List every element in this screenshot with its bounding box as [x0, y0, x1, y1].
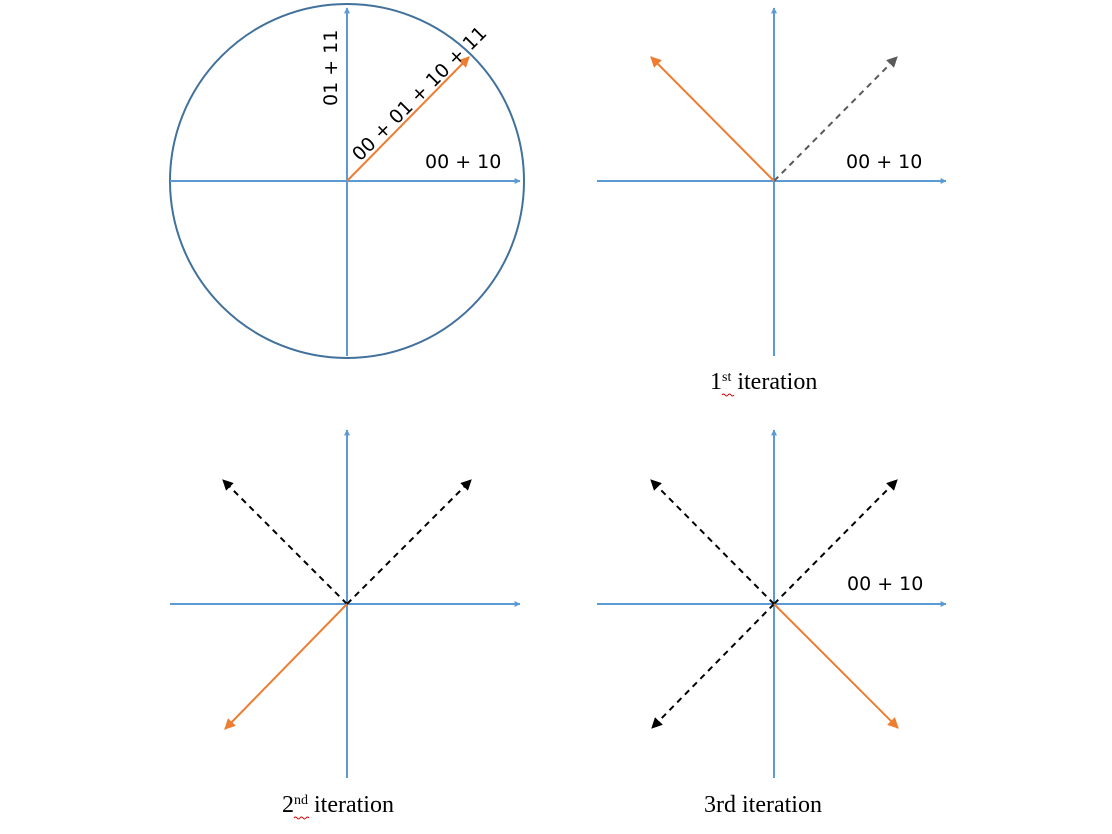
caption: 2nd iteration — [282, 792, 394, 818]
reflection-vector-left — [222, 479, 348, 605]
diagonal-label: 00 + 01 + 10 + 11 — [348, 22, 491, 165]
reflection-vector-right — [346, 479, 472, 605]
caption: 3rd iteration — [704, 792, 822, 818]
state-vector — [650, 56, 775, 182]
spellcheck-underline — [293, 816, 310, 820]
panel-iteration-1: 00 + 10 1st iteration — [597, 7, 947, 397]
vertical-axis-label: 01 + 11 — [320, 30, 342, 106]
previous-state-vector — [773, 56, 898, 182]
state-vector — [224, 603, 348, 730]
initial-state-vector — [346, 56, 470, 182]
horizontal-axis-label: 00 + 10 — [847, 573, 923, 595]
reflection-vector-upper-left — [650, 479, 775, 605]
horizontal-axis-label: 00 + 10 — [425, 151, 501, 173]
panel-iteration-3: 00 + 10 3rd iteration — [597, 429, 947, 818]
panel-initial: 01 + 11 00 + 01 + 10 + 11 00 + 10 — [169, 3, 525, 359]
state-vector — [773, 603, 899, 729]
panel-iteration-2: 2nd iteration — [170, 429, 521, 820]
reflection-vector-upper-right — [773, 479, 898, 605]
spellcheck-underline — [721, 393, 735, 397]
reflection-vector-lower-left — [651, 603, 775, 729]
caption: 1st iteration — [710, 369, 817, 395]
horizontal-axis-label: 00 + 10 — [846, 151, 922, 173]
